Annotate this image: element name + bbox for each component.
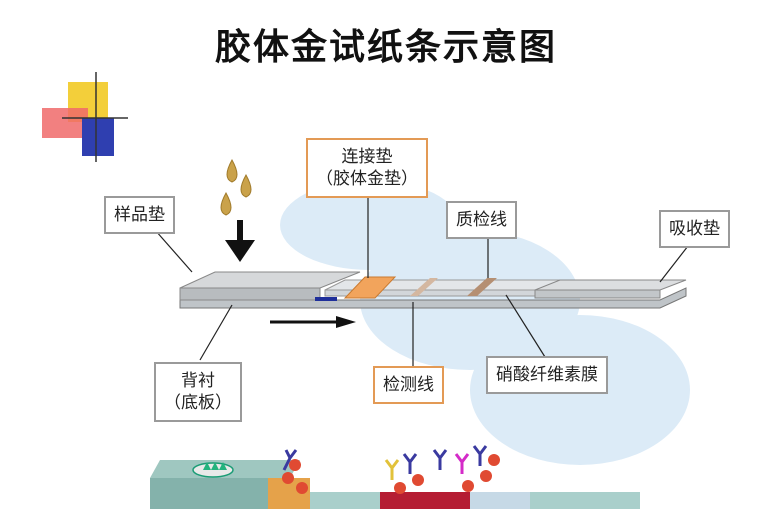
test-strip <box>179 271 687 309</box>
nitrocellulose-membrane-label: 硝酸纤维素膜 <box>486 356 608 394</box>
control-line-label: 质检线 <box>446 201 517 239</box>
backing-label-line2: （底板） <box>164 393 232 413</box>
sample-pad-label: 样品垫 <box>104 196 175 234</box>
conjugate-pad-label-line2: （胶体金垫） <box>316 169 418 189</box>
conjugate-pad-label: 连接垫 （胶体金垫） <box>306 138 428 198</box>
down-arrow-icon <box>225 220 255 262</box>
flow-arrow-icon <box>270 316 356 328</box>
sample-drops <box>220 158 252 216</box>
backing-label: 背衬 （底板） <box>154 362 242 422</box>
bottom-illustration <box>150 445 640 509</box>
page-title: 胶体金试纸条示意图 <box>214 27 557 68</box>
corner-decoration <box>42 72 128 162</box>
leader-lines <box>147 196 696 366</box>
conjugate-pad-label-line1: 连接垫 <box>341 147 393 167</box>
backing-label-line1: 背衬 <box>181 371 215 391</box>
absorbent-pad-label: 吸收垫 <box>659 210 730 248</box>
test-line-label: 检测线 <box>373 366 444 404</box>
